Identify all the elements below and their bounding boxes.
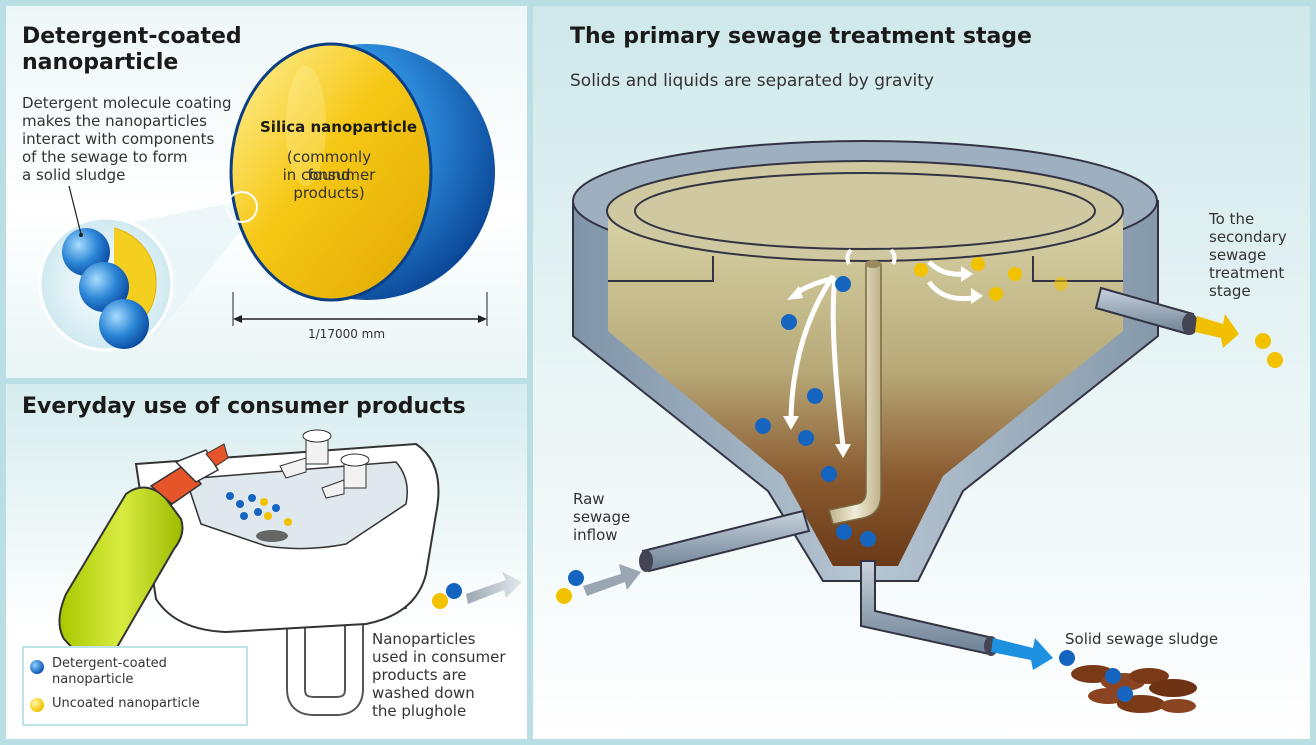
- plughole-caption: products are: [372, 666, 467, 684]
- uncoated-legend-label: Uncoated nanoparticle: [52, 696, 200, 711]
- coating-description: of the sewage to form: [22, 148, 188, 166]
- sludge-pile: [1059, 650, 1197, 713]
- sludge-arrow: [991, 638, 1053, 670]
- outflow-label: sewage: [1209, 246, 1267, 264]
- coating-description: Detergent molecule coating: [22, 94, 232, 112]
- inflow-label: inflow: [573, 526, 618, 544]
- coating-description: makes the nanoparticles: [22, 112, 207, 130]
- coated-legend-label: Detergent-coated: [52, 656, 167, 671]
- detergent-molecule: [99, 299, 149, 349]
- consumer-products-panel: Everyday use of consumer products Nanopa…: [6, 384, 527, 739]
- outflow-arrow: [466, 572, 522, 604]
- inflow-label: sewage: [573, 508, 631, 526]
- coated-legend-swatch: [30, 660, 44, 674]
- outflow-arrow: [1195, 314, 1239, 348]
- treatment-title: The primary sewage treatment stage: [570, 24, 1032, 49]
- silica-sublabel: (commonly found: [286, 148, 372, 184]
- nanoparticle-illustration: [38, 42, 495, 352]
- zoom-indicator: [226, 191, 258, 223]
- treatment-panel: The primary sewage treatment stage Solid…: [533, 6, 1310, 739]
- silica-label: Silica nanoparticle: [260, 118, 418, 136]
- silica-sublabel: in consumer: [282, 166, 376, 184]
- spray-bottle: [58, 486, 184, 662]
- outflow-label: treatment: [1209, 264, 1285, 282]
- scale-label: 1/17000 mm: [308, 327, 386, 341]
- inflow-pipe: [641, 509, 811, 573]
- plughole-caption: the plughole: [372, 702, 467, 720]
- sludge-label: Solid sewage sludge: [1065, 630, 1219, 648]
- outflow-label: To the: [1209, 210, 1255, 228]
- inflow-label: Raw: [573, 490, 605, 508]
- silica-sublabel: products): [293, 184, 365, 202]
- coating-description: a solid sludge: [22, 166, 126, 184]
- treatment-tank-illustration: [556, 140, 1283, 713]
- legend: Detergent-coated nanoparticle Uncoated n…: [22, 646, 248, 726]
- plughole-caption: Nanoparticles: [372, 630, 476, 648]
- outflow-label: secondary: [1209, 228, 1287, 246]
- uncoated-legend-swatch: [30, 698, 44, 712]
- central-pipe: [828, 263, 882, 525]
- detergent-molecule: [79, 262, 129, 312]
- sink-illustration: [58, 429, 522, 716]
- coated-legend-label: nanoparticle: [52, 672, 134, 687]
- plughole-caption: used in consumer: [372, 648, 506, 666]
- outflow-label: stage: [1209, 282, 1251, 300]
- inflow-arrow: [583, 564, 641, 596]
- nanoparticle-title: Detergent-coated: [22, 24, 242, 49]
- consumer-title: Everyday use of consumer products: [22, 394, 466, 419]
- plughole-caption: washed down: [372, 684, 475, 702]
- treatment-subtitle: Solids and liquids are separated by grav…: [570, 71, 934, 91]
- nanoparticle-title-line2: nanoparticle: [22, 50, 179, 75]
- plughole: [256, 530, 288, 542]
- nanoparticle-panel: Detergent-coated nanoparticle Detergent …: [6, 6, 527, 378]
- sphere-cross-section: [229, 42, 433, 302]
- coating-description: interact with components: [22, 130, 215, 148]
- water-surface: [606, 160, 1124, 262]
